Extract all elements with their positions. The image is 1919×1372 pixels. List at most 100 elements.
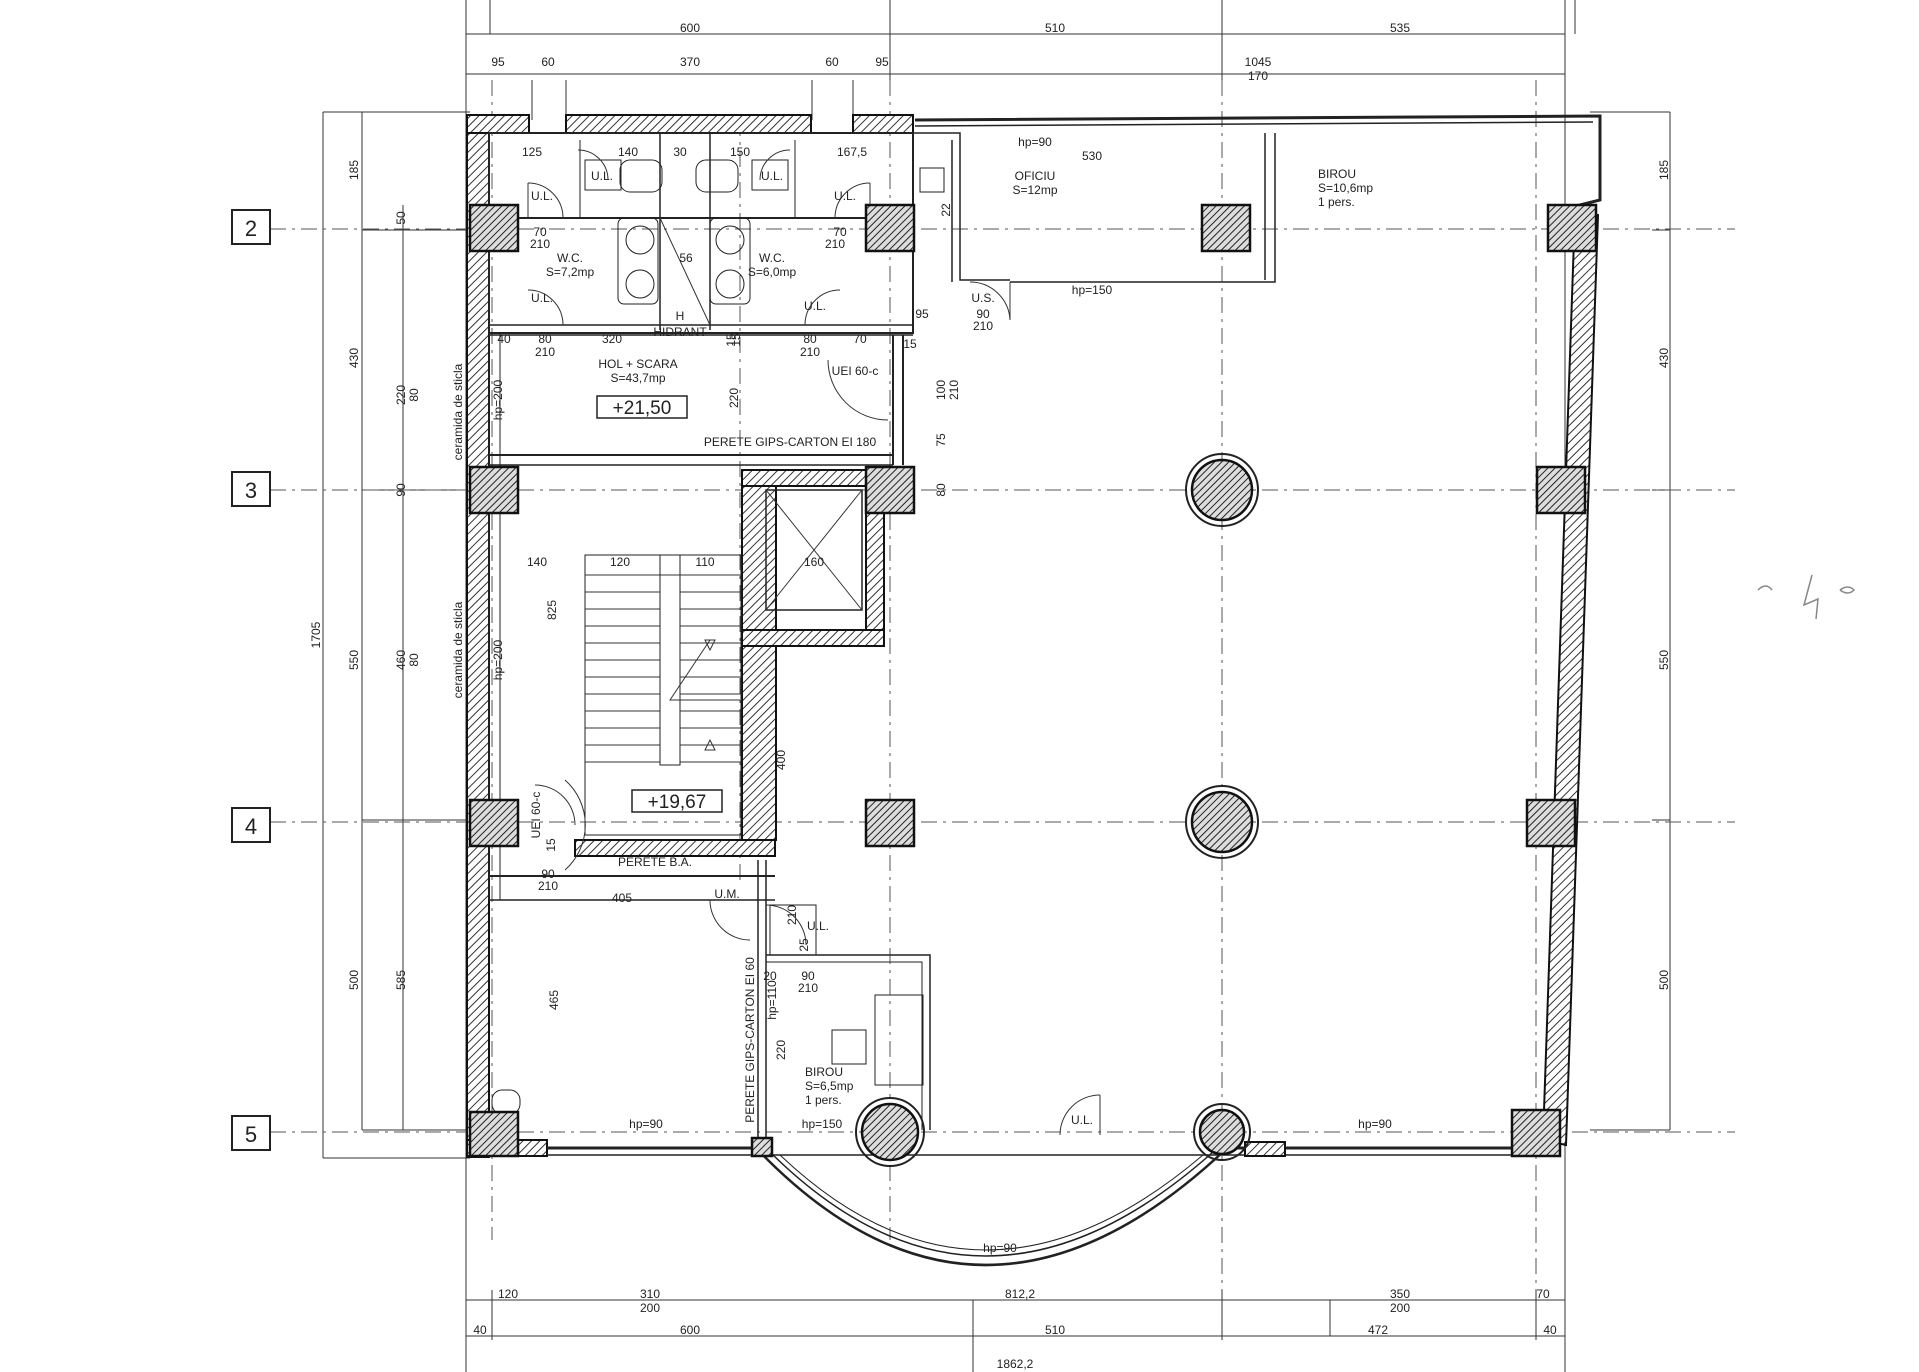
room-wc-left-area: S=7,2mp bbox=[546, 265, 595, 279]
dim-hol-40: 40 bbox=[497, 332, 511, 346]
label-hidrant: HIDRANT bbox=[653, 325, 707, 339]
dim-hol-210-left: 210 bbox=[535, 345, 555, 359]
dim-left-80-mid: 80 bbox=[407, 653, 421, 667]
columns bbox=[468, 203, 1598, 1167]
axis-label-3: 3 bbox=[245, 478, 257, 503]
dim-bottom-70: 70 bbox=[1536, 1287, 1550, 1301]
room-wc-left-name: W.C. bbox=[557, 251, 583, 265]
dim-top-370: 370 bbox=[680, 55, 700, 69]
axis-labels: 2 3 4 5 bbox=[231, 209, 271, 1151]
label-ceramida-mid: ceramida de sticla bbox=[451, 601, 465, 698]
dim-hol-70: 70 bbox=[853, 332, 867, 346]
dim-right-500: 500 bbox=[1657, 970, 1671, 990]
label-perete-ei60: PERETE GIPS-CARTON EI 60 bbox=[743, 957, 757, 1123]
dim-left-80-top: 80 bbox=[407, 388, 421, 402]
dim-left-50: 50 bbox=[394, 211, 408, 225]
room-birou-bottom-pers: 1 pers. bbox=[805, 1093, 842, 1107]
axis-label-5: 5 bbox=[245, 1122, 257, 1147]
room-wc-right-area: S=6,0mp bbox=[748, 265, 797, 279]
dim-ul-90: 90 bbox=[801, 969, 815, 983]
exterior-walls bbox=[466, 114, 1602, 1267]
pencil-marks bbox=[1757, 574, 1856, 620]
dim-top-170: 170 bbox=[1248, 69, 1268, 83]
label-uei-left: UEI 60-c bbox=[529, 792, 543, 839]
dim-left-550: 550 bbox=[347, 650, 361, 670]
dim-right-430: 430 bbox=[1657, 348, 1671, 368]
dim-left-430: 430 bbox=[347, 348, 361, 368]
dim-stair-140: 140 bbox=[527, 555, 547, 569]
label-hp110: hp=110 bbox=[765, 980, 779, 1020]
dim-left-90: 90 bbox=[394, 483, 408, 497]
label-perete-ei180: PERETE GIPS-CARTON EI 180 bbox=[704, 435, 877, 449]
dim-top-60-right: 60 bbox=[825, 55, 839, 69]
dim-lower-90: 90 bbox=[541, 867, 555, 881]
label-ul-wc-1: U.L. bbox=[531, 189, 553, 203]
dim-us-90: 90 bbox=[976, 307, 990, 321]
room-labels: W.C. S=7,2mp W.C. S=6,0mp OFICIU S=12mp … bbox=[546, 167, 1374, 1107]
dim-uei-80: 80 bbox=[934, 483, 948, 497]
dim-left-585: 585 bbox=[394, 970, 408, 990]
label-ul: U.L. bbox=[1071, 1113, 1093, 1127]
level-lower: +19,67 bbox=[648, 792, 707, 813]
label-ul-wc-3: U.L. bbox=[761, 169, 783, 183]
dim-lower-465: 465 bbox=[547, 990, 561, 1010]
dim-stair-220: 220 bbox=[727, 388, 741, 408]
dim-bottom-total: 1862,2 bbox=[997, 1357, 1034, 1371]
dim-hol-80-right: 80 bbox=[803, 332, 817, 346]
bottom-dimensions: 120 310 200 812,2 350 200 70 40 600 510 … bbox=[473, 1287, 1557, 1371]
dim-bottom-600: 600 bbox=[680, 1323, 700, 1337]
annotation-labels: HIDRANT H PERETE GIPS-CARTON EI 180 PERE… bbox=[451, 135, 1392, 1255]
dim-hol-210-right: 210 bbox=[800, 345, 820, 359]
dim-lower-210: 210 bbox=[538, 879, 558, 893]
dim-hidrant-15: 15 bbox=[729, 333, 743, 347]
dim-bottom-472: 472 bbox=[1368, 1323, 1388, 1337]
dim-us-95: 95 bbox=[915, 307, 929, 321]
label-h: H bbox=[676, 309, 685, 323]
dimension-frame bbox=[322, 0, 1671, 1372]
dim-wc-125: 125 bbox=[522, 145, 542, 159]
dim-bottom-200-right: 200 bbox=[1390, 1301, 1410, 1315]
dim-bottom-510: 510 bbox=[1045, 1323, 1065, 1337]
dim-hol-15: 15 bbox=[903, 337, 917, 351]
room-birou-top-pers: 1 pers. bbox=[1318, 195, 1355, 209]
label-ul-office: U.L. bbox=[807, 919, 829, 933]
dim-uei-210: 210 bbox=[947, 380, 961, 400]
dim-uei-75: 75 bbox=[934, 433, 948, 447]
dim-hol-15-v: 15 bbox=[724, 333, 738, 347]
label-perete-ba: PERETE B.A. bbox=[618, 855, 692, 869]
level-markers: +21,50 +19,67 bbox=[596, 395, 723, 813]
dim-top-600: 600 bbox=[680, 21, 700, 35]
label-ul-wc-5: U.L. bbox=[531, 291, 553, 305]
dim-left-total: 1705 bbox=[309, 621, 323, 648]
dim-stair-110: 110 bbox=[695, 555, 714, 569]
label-um: U.M. bbox=[714, 887, 739, 901]
label-hp150-top: hp=150 bbox=[1072, 283, 1113, 297]
label-us: U.S. bbox=[971, 291, 994, 305]
room-birou-bottom-area: S=6,5mp bbox=[805, 1079, 854, 1093]
dim-uei-100: 100 bbox=[934, 380, 948, 400]
dim-stair-120: 120 bbox=[610, 555, 630, 569]
dim-left-220: 220 bbox=[394, 385, 408, 405]
right-dimensions: 185 430 550 500 bbox=[1657, 160, 1671, 990]
misc-dimensions: 125 140 30 150 167,5 70 210 70 210 40 80… bbox=[497, 145, 1102, 1060]
dim-right-185: 185 bbox=[1657, 160, 1671, 180]
label-hp200-mid: hp=200 bbox=[491, 639, 505, 680]
room-hol-name: HOL + SCARA bbox=[598, 357, 677, 371]
label-ul-wc-6: U.L. bbox=[804, 299, 826, 313]
dim-hol-320: 320 bbox=[602, 332, 622, 346]
room-birou-top-name: BIROU bbox=[1318, 167, 1356, 181]
label-uei-top: UEI 60-c bbox=[832, 364, 879, 378]
dim-uei-left-15: 15 bbox=[544, 838, 558, 852]
dim-oficiu-530: 530 bbox=[1082, 149, 1102, 163]
dim-bottom-120: 120 bbox=[498, 1287, 518, 1301]
dim-wc-56: 56 bbox=[679, 251, 693, 265]
level-upper: +21,50 bbox=[613, 398, 672, 419]
room-birou-top-area: S=10,6mp bbox=[1318, 181, 1373, 195]
dim-wc-door-210-left: 210 bbox=[530, 237, 550, 251]
dim-wc-150: 150 bbox=[730, 145, 750, 159]
dim-lower-400: 400 bbox=[774, 750, 788, 770]
dim-wc-140: 140 bbox=[618, 145, 638, 159]
dim-bottom-350: 350 bbox=[1390, 1287, 1410, 1301]
dim-left-460: 460 bbox=[394, 650, 408, 670]
